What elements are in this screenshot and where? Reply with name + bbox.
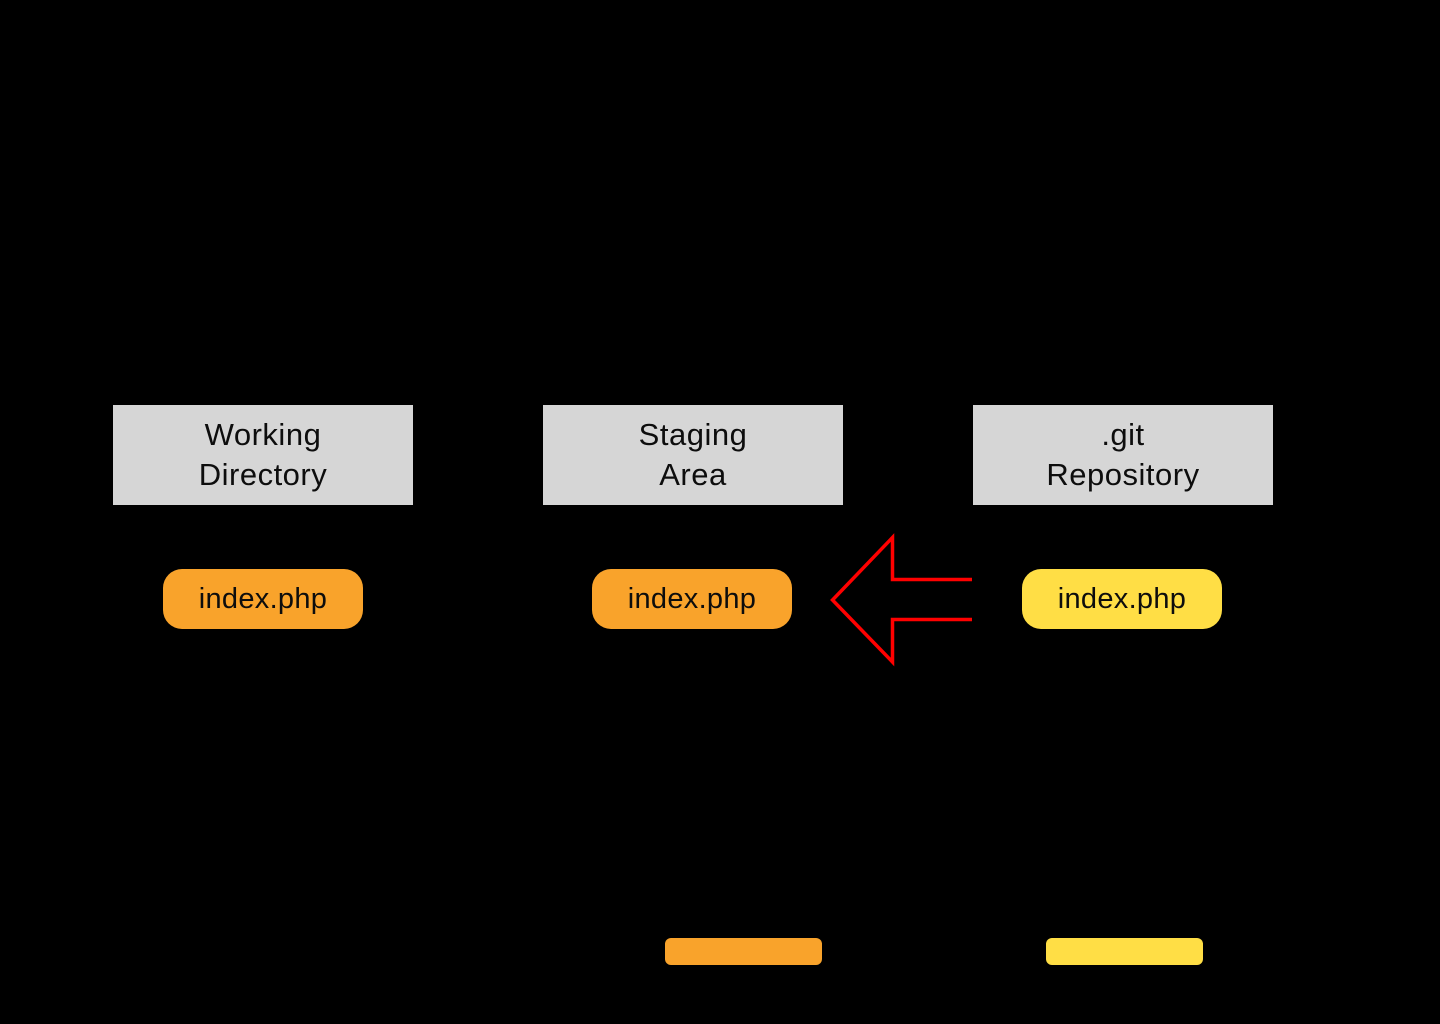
- file-pill-working-directory: index.php: [163, 569, 363, 629]
- file-pill-staging-area: index.php: [592, 569, 792, 629]
- arrow-left-outline: [830, 533, 972, 667]
- header-working-directory-line1: Working: [204, 417, 322, 452]
- header-git-repository-line2: Repository: [1046, 457, 1200, 492]
- header-working-directory-line2: Directory: [198, 457, 328, 492]
- header-git-repository-line1: .git: [1101, 417, 1145, 452]
- file-pill-git-repository: index.php: [1022, 569, 1222, 629]
- header-working-directory: Working Directory: [113, 405, 413, 505]
- legend-orange-swatch: [665, 938, 822, 965]
- header-git-repository: .git Repository: [973, 405, 1273, 505]
- arrow-left-icon: [830, 533, 972, 667]
- header-staging-area-line2: Area: [659, 457, 727, 492]
- header-staging-area: Staging Area: [543, 405, 843, 505]
- header-staging-area-line1: Staging: [638, 417, 748, 452]
- legend-yellow-swatch: [1046, 938, 1203, 965]
